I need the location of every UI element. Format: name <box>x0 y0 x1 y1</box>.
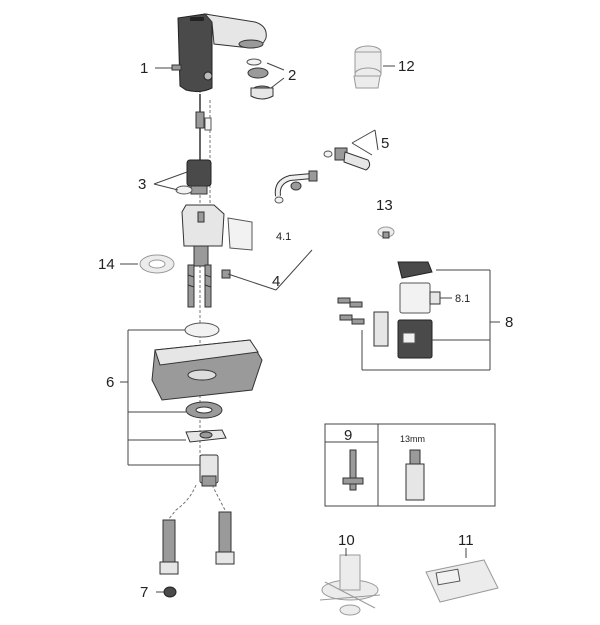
callout-2: 2 <box>288 67 296 84</box>
tool-box <box>324 423 496 507</box>
mounting-block <box>181 204 253 267</box>
counter-plate <box>151 322 263 443</box>
elbow-screw <box>221 269 231 279</box>
mixer-lever <box>323 147 371 171</box>
aerator-set <box>246 58 274 100</box>
callout-14: 14 <box>98 256 115 273</box>
aerator-key <box>353 45 382 89</box>
fixing-nut <box>199 454 219 487</box>
leader-lines <box>120 62 500 593</box>
mounting-tool <box>319 554 381 616</box>
callout-4: 4 <box>272 273 280 290</box>
small-cap <box>377 226 395 239</box>
callout-4-1: 4.1 <box>276 231 291 243</box>
callout-1: 1 <box>140 60 148 77</box>
callout-13: 13 <box>376 197 393 214</box>
tool-size-label: 13mm <box>400 434 425 444</box>
callout-6: 6 <box>106 374 114 391</box>
callout-7: 7 <box>140 584 148 601</box>
hose-nut <box>163 586 177 598</box>
callout-11: 11 <box>458 532 474 549</box>
callout-10: 10 <box>338 532 355 549</box>
callout-3: 3 <box>138 176 146 193</box>
callout-12: 12 <box>398 58 415 75</box>
callout-9: 9 <box>344 427 352 444</box>
remote-control <box>425 559 499 603</box>
elbow-pipe <box>274 170 318 204</box>
threaded-rods <box>187 264 212 308</box>
set-screw <box>171 64 182 71</box>
flexible-hoses <box>159 484 235 575</box>
flat-washer <box>139 254 175 274</box>
faucet-body <box>177 13 267 93</box>
sensor-cable <box>195 94 212 160</box>
control-module <box>337 261 441 359</box>
solenoid-valve <box>175 159 212 195</box>
callout-5: 5 <box>381 135 389 152</box>
callout-8: 8 <box>505 314 513 331</box>
callout-8-1: 8.1 <box>455 293 470 305</box>
